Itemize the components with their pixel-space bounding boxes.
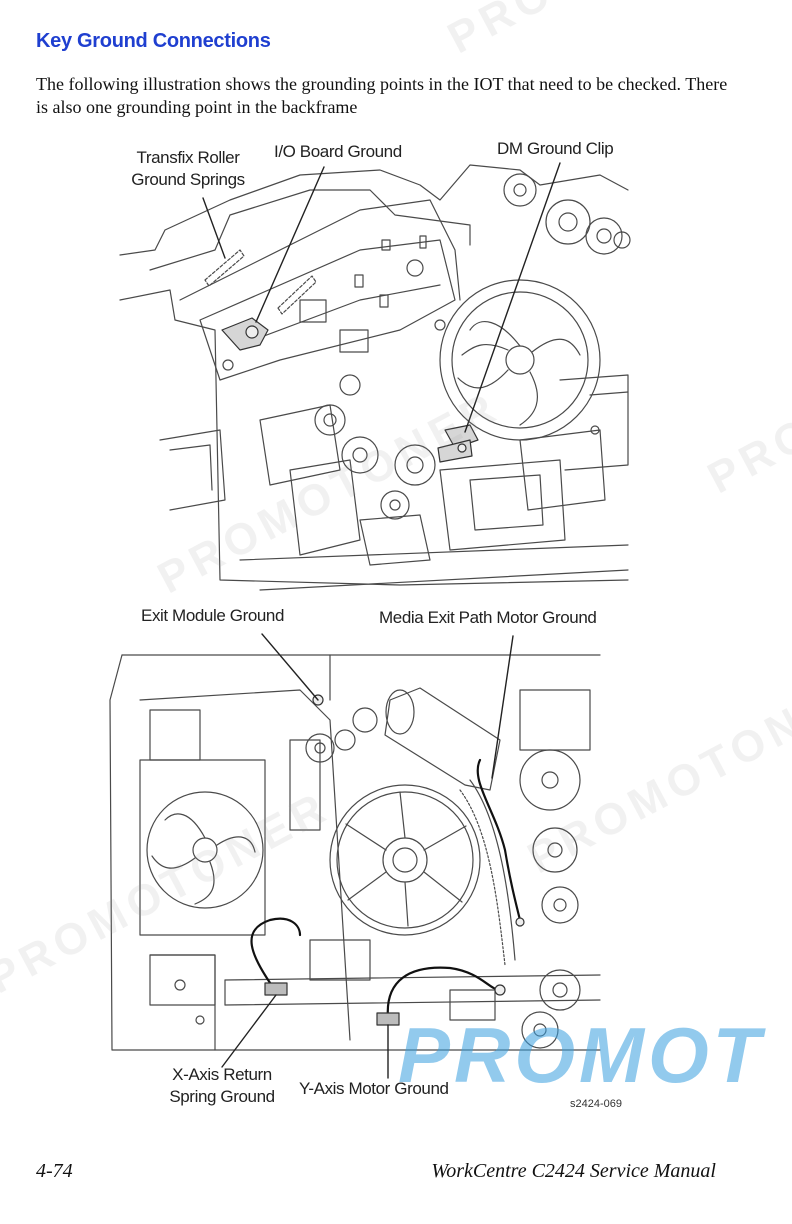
callout-transfix-roller-ground-springs: Transfix Roller Ground Springs <box>118 147 258 191</box>
io-board-ground-bracket <box>221 317 269 351</box>
callout-x-axis-return-spring-ground: X-Axis Return Spring Ground <box>152 1064 292 1108</box>
callout-media-exit-path-motor-ground: Media Exit Path Motor Ground <box>379 608 597 627</box>
watermark-brand-large: PROMOT <box>398 1011 765 1099</box>
callout-dm-ground-clip: DM Ground Clip <box>497 139 614 158</box>
callout-io-board-ground: I/O Board Ground <box>274 142 402 161</box>
callout-transfix-line2: Ground Springs <box>131 170 245 189</box>
callout-xaxis-line1: X-Axis Return <box>172 1065 272 1084</box>
section-title: Key Ground Connections <box>36 30 271 52</box>
ground-tabs <box>264 694 525 1026</box>
ground-cables <box>250 758 522 1020</box>
manual-title: WorkCentre C2424 Service Manual <box>431 1160 716 1182</box>
callout-xaxis-line2: Spring Ground <box>169 1087 275 1106</box>
top-printer-assembly <box>119 164 631 591</box>
callout-exit-module-ground: Exit Module Ground <box>141 606 285 625</box>
top-leader-lines <box>202 162 561 433</box>
bottom-leader-lines <box>221 633 514 1079</box>
page-number: 4-74 <box>36 1160 73 1182</box>
dm-ground-clip-bracket <box>437 424 479 463</box>
callout-transfix-line1: Transfix Roller <box>136 148 240 167</box>
callout-y-axis-motor-ground: Y-Axis Motor Ground <box>299 1079 449 1098</box>
bottom-printer-assembly <box>109 654 601 1051</box>
figure-code: s2424-069 <box>570 1098 622 1110</box>
intro-paragraph: The following illustration shows the gro… <box>36 74 728 117</box>
